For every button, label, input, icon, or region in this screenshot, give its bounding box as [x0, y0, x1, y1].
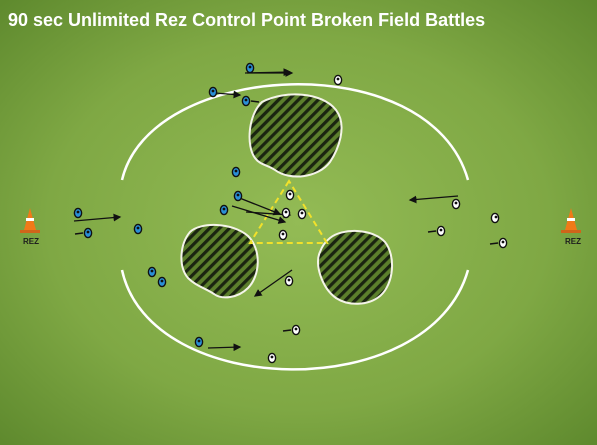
white-team-player-icon — [284, 275, 294, 287]
movement-arrow-icon — [408, 195, 459, 204]
blue-team-player-icon — [233, 190, 243, 202]
player-head — [494, 215, 498, 219]
player-body — [490, 212, 500, 224]
movement-arrows — [73, 68, 459, 352]
movement-arrow-icon — [207, 343, 242, 352]
white-team-player-icon — [267, 352, 277, 364]
movement-arrow-icon — [244, 68, 292, 77]
rez-cone-left: REZ — [20, 208, 40, 246]
sword-icon — [427, 230, 437, 233]
blue-team-player-icon — [74, 227, 93, 239]
blue-team-player-icon — [490, 212, 500, 224]
player-head — [160, 279, 164, 283]
movement-arrow-icon — [236, 196, 282, 216]
player-head — [336, 77, 340, 81]
player-head — [76, 210, 80, 214]
boundary-arc-top — [120, 83, 470, 181]
boundary-arc-bottom — [120, 269, 470, 371]
blue-team-player-icon — [208, 86, 218, 98]
obstacle-right — [317, 229, 394, 305]
blue-team-player-icon — [219, 204, 229, 216]
obstacles — [180, 93, 394, 305]
white-team-player-icon — [281, 207, 291, 219]
movement-arrow-icon — [214, 90, 242, 99]
player-head — [284, 210, 288, 214]
cone-base — [20, 230, 40, 233]
cone-base — [561, 230, 581, 233]
player-head — [501, 240, 505, 244]
blue-team-player-icon — [241, 95, 260, 107]
player-head — [248, 65, 252, 69]
sword-icon — [250, 100, 260, 103]
player-head — [236, 193, 240, 197]
player-head — [86, 230, 90, 234]
player-head — [288, 192, 292, 196]
blue-team-player-icon — [231, 166, 241, 178]
cone-stripe — [567, 218, 575, 221]
rez-label-right: REZ — [565, 237, 581, 246]
player-head — [150, 269, 154, 273]
sword-icon — [74, 232, 84, 235]
blue-team-player-icon — [147, 266, 157, 278]
player-head — [439, 228, 443, 232]
player-head — [454, 201, 458, 205]
blue-team-player-icon — [133, 223, 143, 235]
field-boundary — [120, 83, 470, 371]
player-head — [287, 278, 291, 282]
blue-team-player-icon — [245, 62, 255, 74]
player-head — [222, 207, 226, 211]
rez-cone-right: REZ — [561, 208, 581, 246]
white-team-player-icon — [333, 74, 343, 86]
sword-icon — [489, 242, 499, 245]
blue-team-player-icon — [157, 276, 167, 288]
players — [73, 62, 508, 364]
obstacle-left — [180, 223, 259, 299]
player-head — [281, 232, 285, 236]
player-head — [294, 327, 298, 331]
white-team-player-icon — [278, 229, 288, 241]
cone-stripe — [26, 218, 34, 221]
sword-icon — [282, 329, 292, 332]
movement-arrow-icon — [253, 269, 293, 297]
movement-arrow-icon — [73, 213, 122, 222]
blue-team-player-icon — [194, 336, 204, 348]
white-team-player-icon — [427, 225, 446, 237]
obstacle-top — [248, 93, 343, 178]
movement-arrow-icon — [231, 205, 287, 224]
white-team-player-icon — [451, 198, 461, 210]
player-head — [136, 226, 140, 230]
player-head — [197, 339, 201, 343]
player-head — [211, 89, 215, 93]
control-point-triangle — [248, 179, 329, 244]
diagram-title: 90 sec Unlimited Rez Control Point Broke… — [8, 10, 485, 30]
player-head — [244, 98, 248, 102]
white-team-player-icon — [282, 324, 301, 336]
white-team-player-icon — [489, 237, 508, 249]
white-team-player-icon — [285, 189, 295, 201]
white-team-player-icon — [297, 208, 307, 220]
player-head — [234, 169, 238, 173]
blue-team-player-icon — [73, 207, 83, 219]
player-head — [300, 211, 304, 215]
player-head — [270, 355, 274, 359]
rez-label-left: REZ — [23, 237, 39, 246]
